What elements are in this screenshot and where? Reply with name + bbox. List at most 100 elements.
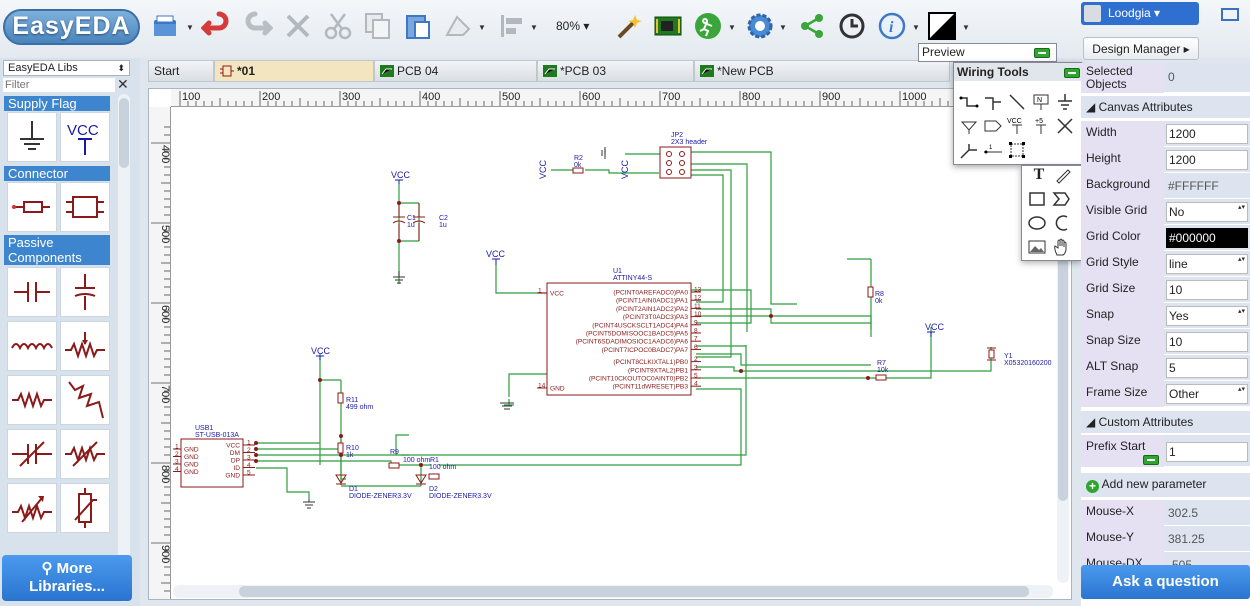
- delete-icon[interactable]: [282, 10, 314, 42]
- more-libraries-button[interactable]: ⚲ More Libraries...: [2, 555, 132, 601]
- scroll-thumb[interactable]: [1058, 241, 1068, 501]
- variable-capacitor-cell[interactable]: [7, 429, 57, 479]
- canvas-attributes-section[interactable]: ◢ Canvas Attributes: [1081, 96, 1250, 118]
- ground-symbol-cell[interactable]: [7, 112, 57, 162]
- cut-icon[interactable]: [322, 10, 354, 42]
- custom-attributes-section[interactable]: ◢ Custom Attributes: [1081, 411, 1250, 433]
- connector-dual-cell[interactable]: [60, 182, 110, 232]
- filter-input[interactable]: [3, 78, 115, 92]
- pin-tool-icon[interactable]: [958, 139, 980, 161]
- vcc-symbol[interactable]: VCC: [391, 170, 411, 184]
- chevron-down-icon[interactable]: ▼: [962, 23, 970, 32]
- resistor-cell[interactable]: [7, 375, 57, 425]
- arc-tool-icon[interactable]: [1050, 212, 1072, 234]
- no-connect-icon[interactable]: [1054, 115, 1076, 137]
- vcc-flag-icon[interactable]: VCC: [1006, 115, 1028, 137]
- prop-input[interactable]: 1200: [1166, 150, 1248, 170]
- category-connector[interactable]: Connector: [4, 166, 110, 181]
- library-scrollbar[interactable]: [118, 94, 130, 602]
- easyeda-logo[interactable]: EasyEDA: [3, 9, 140, 45]
- text-tool-icon[interactable]: T: [1033, 166, 1045, 183]
- preview-panel-header[interactable]: Preview: [918, 43, 1057, 62]
- align-icon[interactable]: [496, 10, 528, 42]
- polygon-tool-icon[interactable]: [1050, 188, 1072, 210]
- copy-icon[interactable]: [362, 10, 394, 42]
- category-supply-flag[interactable]: Supply Flag: [4, 96, 110, 111]
- undo-icon[interactable]: [200, 10, 232, 42]
- pcb-convert-icon[interactable]: [652, 10, 684, 42]
- preview-toggle[interactable]: [1034, 48, 1050, 58]
- design-manager-button[interactable]: Design Manager ▸: [1083, 37, 1199, 60]
- vcc-symbol[interactable]: VCC: [620, 159, 630, 179]
- prefix-start-input[interactable]: 1: [1166, 442, 1248, 462]
- chevron-down-icon[interactable]: ▼: [186, 23, 194, 32]
- image-tool-icon[interactable]: [1026, 236, 1048, 258]
- connector-single-cell[interactable]: [7, 182, 57, 232]
- prop-select[interactable]: Other: [1166, 384, 1248, 404]
- prop-input[interactable]: 10: [1166, 280, 1248, 300]
- vcc-symbol[interactable]: VCC: [538, 159, 548, 179]
- prop-input[interactable]: #000000: [1166, 228, 1248, 248]
- theme-icon[interactable]: [926, 10, 958, 42]
- tab-pcb-03[interactable]: *PCB 03: [537, 60, 694, 82]
- panel-menu-icon[interactable]: [1221, 8, 1239, 21]
- tab-new-pcb[interactable]: *New PCB: [694, 60, 950, 82]
- varistor-cell[interactable]: [60, 483, 110, 533]
- prop-input[interactable]: 10: [1166, 332, 1248, 352]
- zoom-select[interactable]: 80% ▾: [556, 19, 590, 33]
- net-flag-gnd-icon[interactable]: [1054, 91, 1076, 113]
- library-select[interactable]: EasyEDA Libs⬍: [3, 60, 130, 76]
- net-port-out-icon[interactable]: [982, 115, 1004, 137]
- prop-input[interactable]: 5: [1166, 358, 1248, 378]
- settings-icon[interactable]: [744, 10, 776, 42]
- open-folder-icon[interactable]: [150, 10, 182, 42]
- vcc-symbol-cell[interactable]: VCC: [60, 112, 110, 162]
- vcc-symbol[interactable]: VCC: [486, 249, 506, 265]
- user-menu[interactable]: Loodgia ▾: [1081, 2, 1199, 25]
- erase-icon[interactable]: [442, 10, 474, 42]
- category-passive-components[interactable]: Passive Components: [4, 235, 110, 265]
- tab-start[interactable]: Start: [148, 60, 214, 82]
- plus5v-flag-icon[interactable]: +5: [1030, 115, 1052, 137]
- pin-number-icon[interactable]: 1: [982, 139, 1004, 161]
- net-label-icon[interactable]: N: [1030, 91, 1052, 113]
- prop-input[interactable]: #FFFFFF: [1168, 179, 1219, 193]
- ellipse-tool-icon[interactable]: [1026, 212, 1048, 234]
- prop-select[interactable]: No: [1166, 202, 1248, 222]
- tab-pcb-04[interactable]: PCB 04: [374, 60, 537, 82]
- scroll-thumb[interactable]: [119, 98, 129, 168]
- wiring-tools-toggle[interactable]: [1064, 68, 1080, 78]
- chevron-down-icon[interactable]: ▼: [530, 23, 538, 32]
- trimmer-resistor-cell[interactable]: [7, 483, 57, 533]
- group-select-icon[interactable]: [1006, 139, 1028, 161]
- bus-tool-icon[interactable]: [982, 91, 1004, 113]
- add-parameter-button[interactable]: + Add new parameter: [1081, 473, 1250, 497]
- variable-resistor-cell[interactable]: [60, 429, 110, 479]
- net-port-icon[interactable]: [958, 115, 980, 137]
- horizontal-scrollbar[interactable]: [173, 585, 1053, 598]
- run-icon[interactable]: [692, 10, 724, 42]
- wire-tool-icon[interactable]: [958, 91, 980, 113]
- vcc-symbol[interactable]: VCC: [311, 346, 331, 360]
- chevron-down-icon[interactable]: ▼: [478, 23, 486, 32]
- scroll-thumb[interactable]: [239, 586, 1029, 597]
- prop-select[interactable]: Yes: [1166, 306, 1248, 326]
- prop-input[interactable]: 1200: [1166, 124, 1248, 144]
- redo-icon[interactable]: [242, 10, 274, 42]
- info-icon[interactable]: i: [876, 10, 908, 42]
- paste-icon[interactable]: [402, 10, 434, 42]
